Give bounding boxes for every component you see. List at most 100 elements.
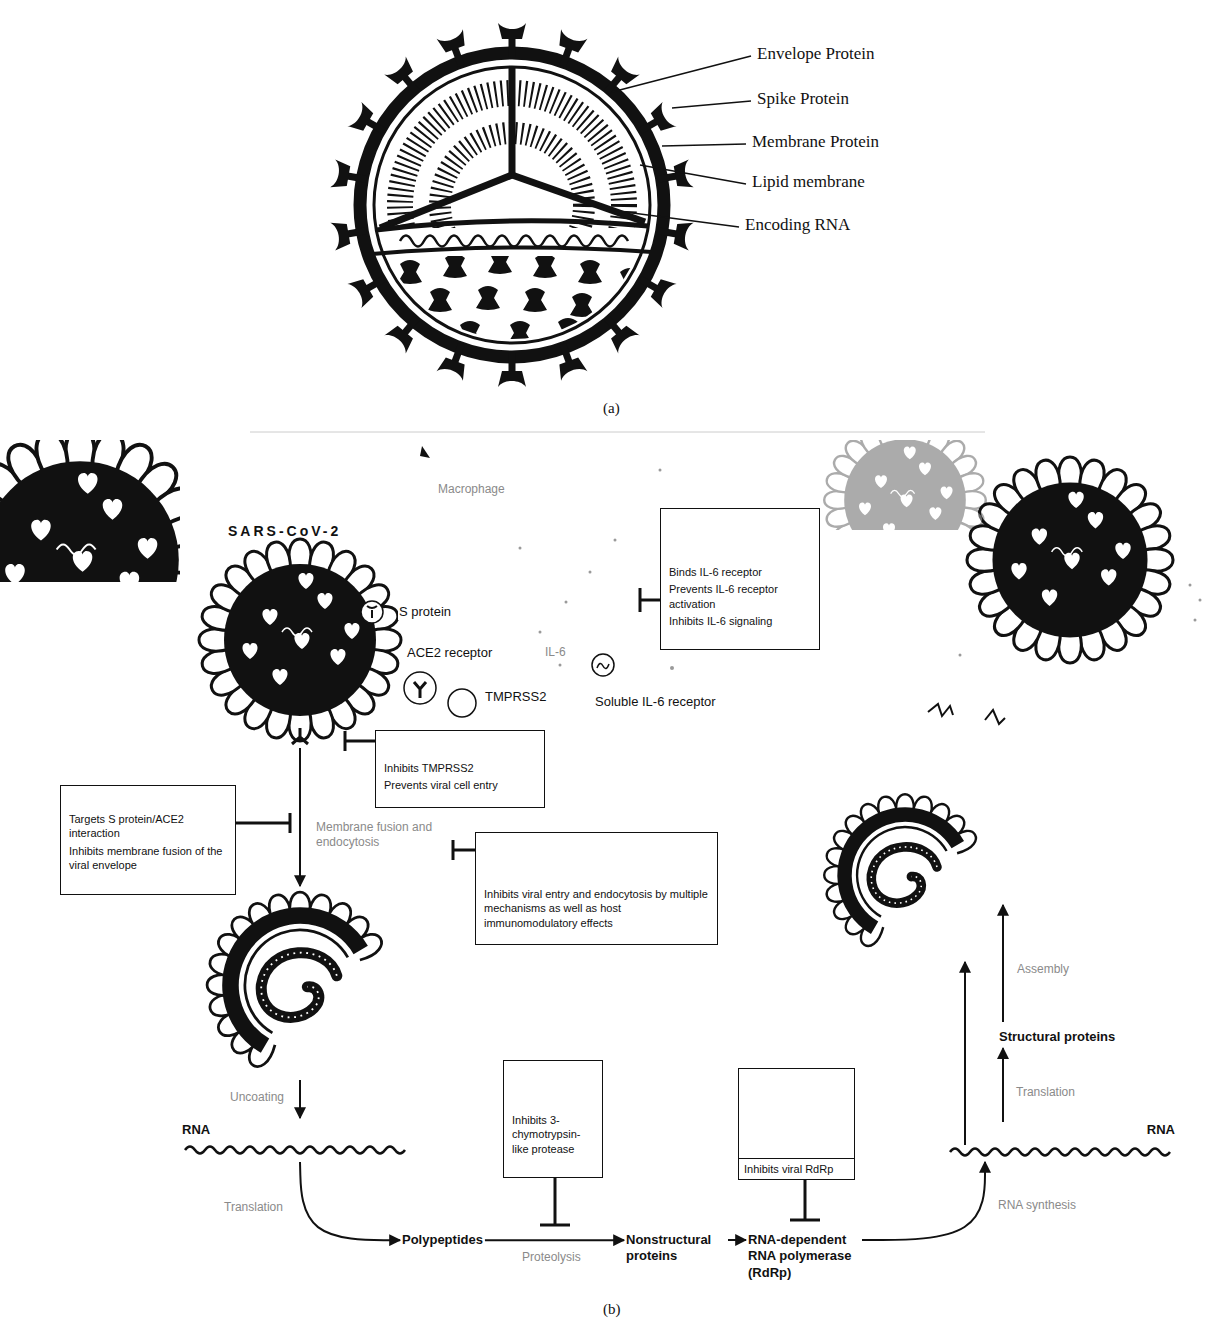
faded-debris <box>1194 619 1197 622</box>
faded-debris <box>589 571 592 574</box>
flow-arrow <box>485 1239 624 1241</box>
virion-cutaway <box>533 256 557 278</box>
virion-icon <box>0 440 180 582</box>
virion-cutaway <box>498 23 526 57</box>
leader-line <box>612 56 751 92</box>
virion-cutaway <box>398 260 422 284</box>
part-label: (a) <box>603 399 620 417</box>
molecule-symbol <box>361 601 383 623</box>
inhibition-bar <box>452 840 455 860</box>
virion-cutaway <box>498 353 526 387</box>
leader-line <box>672 101 751 108</box>
virion-cutaway <box>570 293 594 317</box>
rna-strand <box>950 1149 1170 1156</box>
inhibition-bar <box>345 740 375 743</box>
process-arrow <box>1002 905 1004 1022</box>
part-label: Uncoating <box>228 1090 286 1105</box>
leader-line <box>662 144 746 146</box>
edge-label: Translation <box>1014 1085 1077 1100</box>
virion-cutaway <box>549 29 587 71</box>
molecule-symbol <box>597 663 609 668</box>
edge-label: Translation <box>222 1200 285 1215</box>
node-text: RNA <box>182 1122 407 1138</box>
part-label: Assembly <box>1015 962 1071 977</box>
faded-debris <box>539 631 542 634</box>
molecule-symbol <box>367 606 377 618</box>
leader-line <box>612 56 751 227</box>
part-label: IL-6 <box>543 645 568 660</box>
inhibitor-box: Inhibits viral RdRp <box>738 1068 855 1180</box>
virion-cutaway <box>330 160 368 193</box>
virion-icon <box>967 457 1173 663</box>
part-label: Membrane fusion and endocytosis <box>314 820 443 850</box>
virion-cutaway <box>509 66 516 175</box>
virion-icon <box>824 794 979 949</box>
virion-cutaway <box>488 256 512 274</box>
faded-debris <box>519 547 522 550</box>
node-text: Inhibits 3-chymotrypsin-like protease <box>512 1113 594 1156</box>
flow-arrow <box>1002 1048 1004 1122</box>
node-text: Inhibits viral RdRp <box>739 1158 854 1179</box>
faded-debris <box>1199 599 1202 602</box>
process-step: RNA-dependent RNA polymerase (RdRp) <box>748 1232 860 1281</box>
node-text: Targets S protein/ACE2 interaction <box>69 812 227 841</box>
faded-debris <box>959 654 962 657</box>
virion-cutaway <box>523 288 547 312</box>
inhibitor-box: Inhibits TMPRSS2Prevents viral cell entr… <box>375 730 545 808</box>
inhibition-bar <box>790 1219 820 1222</box>
virion-cutaway <box>443 256 467 278</box>
node-text: Inhibits TMPRSS2 <box>384 761 536 775</box>
process-step: RNA <box>945 1122 1175 1162</box>
inhibitor-box: Binds IL-6 receptorPrevents IL-6 recepto… <box>660 508 820 650</box>
node-text: Nonstructural proteins <box>626 1232 726 1265</box>
virion-cutaway <box>347 102 390 143</box>
inhibition-bar <box>236 588 820 1225</box>
node-text: Inhibits membrane fusion of the viral en… <box>69 844 227 873</box>
virion-cutaway <box>549 339 587 381</box>
virion-cutaway <box>376 221 648 230</box>
virion-icon <box>824 440 986 530</box>
part-label: Encoding RNA <box>745 215 850 235</box>
node-text: Binds IL-6 receptor <box>669 565 811 579</box>
process-arrow <box>299 748 301 886</box>
node-text: Structural proteins <box>999 1029 1115 1045</box>
node-text: Prevents viral cell entry <box>384 778 536 792</box>
faded-debris <box>565 601 568 604</box>
process-step: Nonstructural proteins <box>626 1232 726 1265</box>
virion-cutaway <box>374 67 650 343</box>
part-label: Lipid membrane <box>752 172 865 192</box>
part-label: Envelope Protein <box>757 44 875 64</box>
faded-debris <box>420 446 1202 724</box>
virion-icon <box>0 440 180 582</box>
node-text: RNA-dependent RNA polymerase (RdRp) <box>748 1232 860 1281</box>
molecule-symbol <box>361 601 614 717</box>
part-label: Soluble IL-6 receptor <box>594 694 717 710</box>
inhibitor-box: Inhibits 3-chymotrypsin-like protease <box>503 1060 603 1178</box>
rna-strand <box>185 1147 1170 1156</box>
molecule-symbol <box>592 654 614 676</box>
inhibition-bar <box>554 1178 557 1225</box>
part-label: Spike Protein <box>757 89 849 109</box>
process-step: Polypeptides <box>402 1232 483 1248</box>
inhibition-bar <box>236 822 290 825</box>
virion-cutaway <box>633 267 676 308</box>
virion-cutaway <box>428 288 452 312</box>
flow-arrow <box>862 1162 985 1240</box>
virion-cutaway <box>360 53 664 357</box>
faded-debris <box>670 666 674 670</box>
virion-cutaway <box>437 29 475 71</box>
virion-cutaway <box>578 260 602 284</box>
virion-cutaway <box>655 217 693 250</box>
edge-label: RNA synthesis <box>996 1198 1078 1213</box>
leader-line <box>640 165 746 184</box>
virion-icon <box>207 892 386 1071</box>
faded-debris <box>420 446 430 458</box>
virion-cutaway <box>384 57 427 101</box>
node-text: Inhibits viral entry and endocytosis by … <box>484 887 709 930</box>
inhibition-bar <box>344 731 347 751</box>
virion-cutaway <box>596 57 639 101</box>
part-label: Macrophage <box>436 482 507 497</box>
node-text: Polypeptides <box>402 1232 483 1248</box>
process-arrow <box>299 1080 301 1118</box>
